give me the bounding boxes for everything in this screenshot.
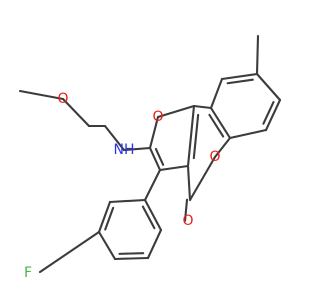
bond-c2-n <box>103 124 126 152</box>
bond-double-c3a-c9b <box>192 113 200 160</box>
bond-double-c6-c7 <box>262 101 275 125</box>
atom-label-furan-oxygen: O <box>152 109 163 125</box>
bond-c3a-c4 <box>186 164 192 202</box>
bond-p5-pf <box>38 230 101 274</box>
atom-label-carbonyl-oxygen: O <box>182 213 193 229</box>
bond-om-c1 <box>61 97 91 128</box>
atom-label-pyranone-oxygen: O <box>209 149 220 165</box>
bond-c5a-c9a <box>209 106 232 140</box>
bond-lines <box>18 34 282 274</box>
atom-label-amine-nh: NH <box>114 142 135 158</box>
bond-p3-p4 <box>113 256 150 261</box>
bond-double-p3-p4 <box>118 252 145 255</box>
molecule-structure: O NH O O O F <box>18 34 282 281</box>
bond-double-c9a-c5a <box>208 113 225 138</box>
bond-c8-c9 <box>220 72 259 81</box>
bond-c5a-c6 <box>228 128 268 140</box>
bond-c6-c7 <box>264 98 282 132</box>
bond-c2f-c3 <box>148 146 162 172</box>
bond-opy-c5a <box>213 136 232 159</box>
bond-c9-c9a <box>209 77 224 110</box>
bond-p1-p2 <box>143 198 163 232</box>
bond-of-c9b <box>156 104 196 119</box>
bond-c2f-of <box>148 115 160 150</box>
atom-label-methoxy-oxygen: O <box>57 91 68 107</box>
bond-n-c2f <box>122 146 152 152</box>
bond-c3-p1 <box>143 168 162 202</box>
bond-c4-opy <box>188 155 217 202</box>
bond-double-p1-p2 <box>141 205 156 230</box>
bond-double-p5-p6 <box>104 206 115 231</box>
bond-p2-p3 <box>146 228 163 260</box>
bond-c3-c3a <box>158 164 190 172</box>
bond-double-c4-oco <box>183 198 189 222</box>
bond-double-c2f-c3 <box>154 147 165 166</box>
bond-p4-p5 <box>97 230 117 261</box>
bond-c3a-c9b <box>186 104 196 168</box>
bond-p6-p1 <box>108 198 147 204</box>
bond-double-c8-c9 <box>226 78 254 85</box>
bond-c8-me2 <box>255 34 260 76</box>
bond-me1-om <box>18 89 65 101</box>
bond-c7-c8 <box>255 72 282 102</box>
bond-c9a-c9b <box>192 104 213 110</box>
atom-label-fluorine: F <box>24 265 32 281</box>
bond-p5-p6 <box>97 200 112 234</box>
